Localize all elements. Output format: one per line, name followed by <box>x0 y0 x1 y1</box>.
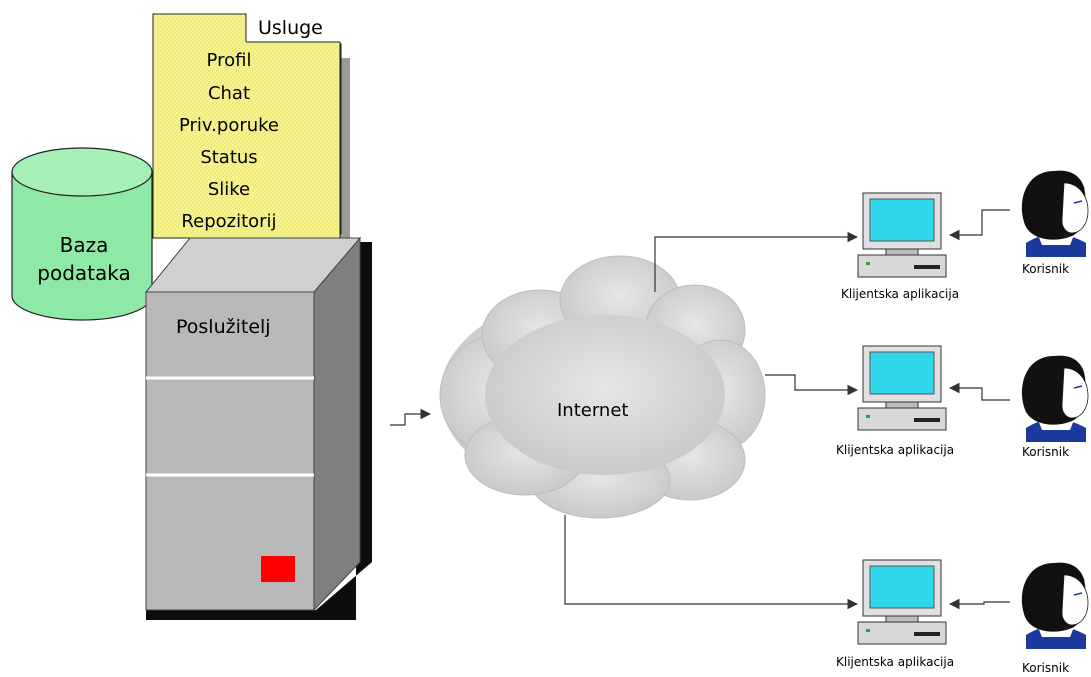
database-icon <box>11 147 153 321</box>
internet-to-client-2-arrow <box>765 374 859 396</box>
internet-label: Internet <box>557 400 628 421</box>
services-item: Slike <box>208 179 250 200</box>
user-icon <box>1021 170 1089 257</box>
services-item: Repozitorij <box>181 211 276 232</box>
server-icon <box>144 236 372 620</box>
client-computer-label: Klijentska aplikacija <box>836 443 954 457</box>
server-label: Poslužitelj <box>176 316 271 338</box>
user-label: Korisnik <box>1022 262 1069 276</box>
computer-icon <box>857 559 947 645</box>
internet-to-client-3-arrow <box>564 515 859 610</box>
services-document-icon <box>152 13 350 239</box>
user-label: Korisnik <box>1022 445 1069 459</box>
client-computer-label: Klijentska aplikacija <box>841 287 959 301</box>
services-list: Profil Chat Priv.poruke Status Slike Rep… <box>179 50 279 232</box>
user-to-client-3-arrow <box>948 598 1010 610</box>
computer-icon <box>857 192 947 278</box>
user-label: Korisnik <box>1022 661 1069 675</box>
user-to-client-2-arrow <box>948 382 1010 401</box>
cloud-icon <box>439 255 766 519</box>
computer-icon <box>857 345 947 431</box>
user-to-client-1-arrow <box>948 209 1010 241</box>
server-to-internet-arrow <box>390 408 432 426</box>
services-item: Chat <box>208 83 250 104</box>
client-computer-label: Klijentska aplikacija <box>836 655 954 669</box>
services-item: Status <box>200 147 257 168</box>
user-icon <box>1021 355 1089 442</box>
user-icon <box>1021 562 1089 649</box>
services-item: Profil <box>207 50 252 71</box>
database-label-line2: podataka <box>37 261 130 285</box>
server-power-indicator <box>261 556 295 582</box>
database-label-line1: Baza <box>60 233 109 257</box>
services-title: Usluge <box>258 17 323 39</box>
services-item: Priv.poruke <box>179 115 279 136</box>
internet-to-client-1-arrow <box>654 231 859 292</box>
